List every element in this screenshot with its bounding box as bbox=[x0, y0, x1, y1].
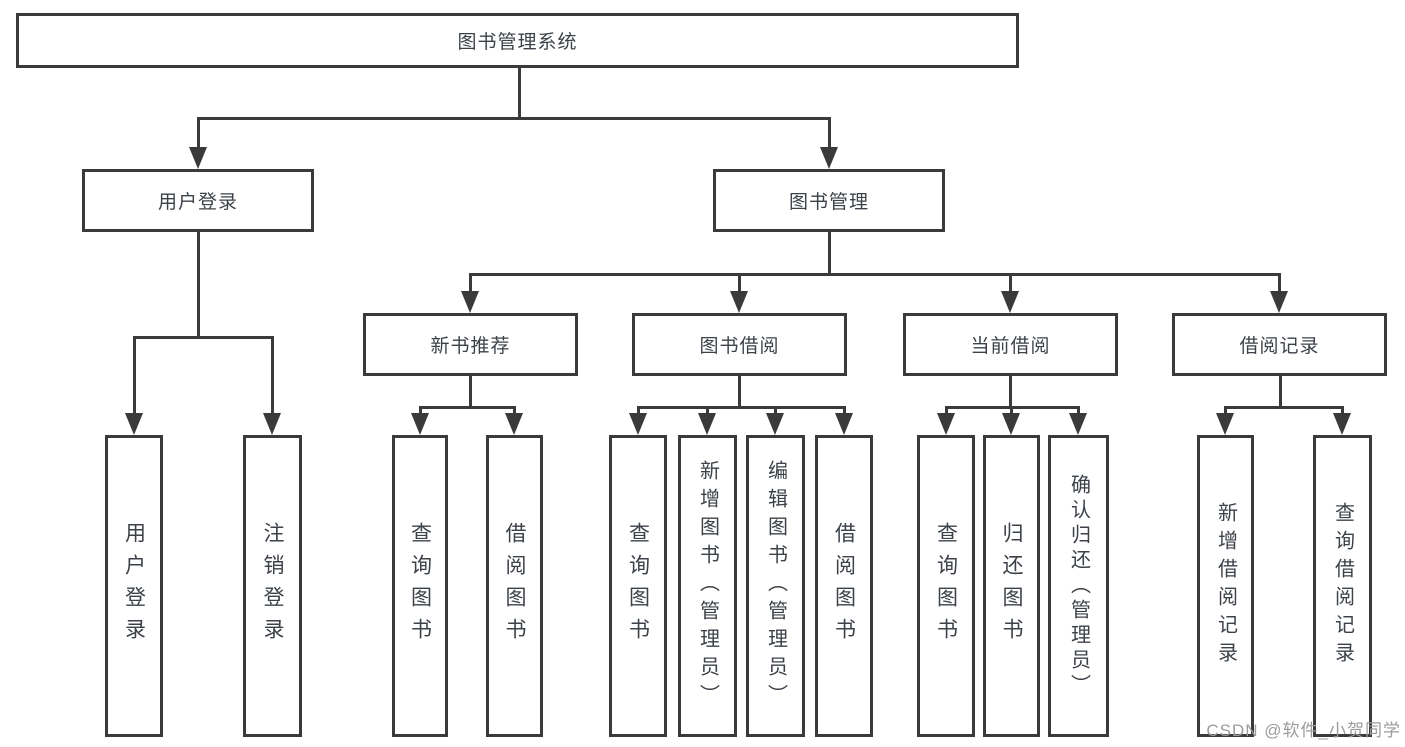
leaf-borrow-books-borrowing: 借阅图书 bbox=[815, 435, 873, 737]
node-user-login-label: 用户登录 bbox=[157, 192, 238, 213]
arrowhead-down-icon bbox=[125, 413, 143, 435]
arrowhead-down-icon bbox=[766, 413, 784, 435]
arrowhead-down-icon bbox=[189, 147, 207, 169]
leaf-query-books-current-label: 查询图书 bbox=[934, 522, 958, 650]
node-book-borrowing-label: 图书借阅 bbox=[699, 336, 780, 357]
connector-line bbox=[945, 406, 948, 414]
arrowhead-down-icon bbox=[1216, 413, 1234, 435]
leaf-edit-books-admin: 编辑图书（管理员） bbox=[746, 435, 805, 737]
leaf-return-books: 归还图书 bbox=[983, 435, 1040, 737]
leaf-query-books-current: 查询图书 bbox=[917, 435, 975, 737]
arrowhead-down-icon bbox=[1069, 413, 1087, 435]
leaf-query-books-recommend: 查询图书 bbox=[392, 435, 448, 737]
leaf-return-books-label: 归还图书 bbox=[1000, 522, 1023, 650]
leaf-logout: 注销登录 bbox=[243, 435, 302, 737]
arrowhead-down-icon bbox=[730, 291, 748, 313]
arrowhead-down-icon bbox=[820, 147, 838, 169]
leaf-user-login-label: 用户登录 bbox=[122, 522, 146, 650]
leaf-query-borrow-record-label: 查询借阅记录 bbox=[1331, 502, 1354, 670]
node-user-login: 用户登录 bbox=[82, 169, 314, 232]
connector-line bbox=[469, 273, 472, 293]
connector-line bbox=[197, 231, 200, 336]
node-borrowing-records: 借阅记录 bbox=[1172, 313, 1387, 376]
arrowhead-down-icon bbox=[698, 413, 716, 435]
arrowhead-down-icon bbox=[1002, 413, 1020, 435]
leaf-confirm-return-admin-label: 确认归还（管理员） bbox=[1067, 473, 1090, 699]
leaf-query-borrow-record: 查询借阅记录 bbox=[1313, 435, 1372, 737]
arrowhead-down-icon bbox=[1001, 291, 1019, 313]
arrowhead-down-icon bbox=[1270, 291, 1288, 313]
arrowhead-down-icon bbox=[937, 413, 955, 435]
leaf-query-books-borrowing: 查询图书 bbox=[609, 435, 667, 737]
leaf-add-borrow-record-label: 新增借阅记录 bbox=[1214, 502, 1237, 670]
connector-line bbox=[637, 406, 846, 409]
connector-line bbox=[1279, 375, 1282, 406]
connector-line bbox=[271, 336, 274, 413]
leaf-query-books-borrowing-label: 查询图书 bbox=[626, 522, 650, 650]
connector-line bbox=[1224, 406, 1344, 409]
arrowhead-down-icon bbox=[505, 413, 523, 435]
leaf-add-borrow-record: 新增借阅记录 bbox=[1197, 435, 1254, 737]
leaf-borrow-books-recommend-label: 借阅图书 bbox=[503, 522, 526, 650]
node-book-borrowing: 图书借阅 bbox=[632, 313, 847, 376]
connector-line bbox=[738, 273, 741, 293]
connector-line bbox=[1341, 406, 1344, 414]
leaf-borrow-books-borrowing-label: 借阅图书 bbox=[832, 522, 856, 650]
leaf-add-books-admin-label: 新增图书（管理员） bbox=[696, 460, 719, 712]
node-root: 图书管理系统 bbox=[16, 13, 1019, 68]
connector-line bbox=[419, 406, 422, 414]
connector-line bbox=[843, 406, 846, 414]
node-borrowing-records-label: 借阅记录 bbox=[1239, 336, 1320, 357]
connector-line bbox=[133, 336, 136, 413]
connector-line bbox=[1009, 375, 1012, 406]
leaf-logout-label: 注销登录 bbox=[261, 522, 284, 650]
node-root-label: 图书管理系统 bbox=[457, 32, 578, 53]
connector-line bbox=[1224, 406, 1227, 414]
node-new-book-recommend-label: 新书推荐 bbox=[430, 336, 511, 357]
connector-line bbox=[518, 68, 521, 117]
connector-line bbox=[197, 117, 831, 120]
connector-line bbox=[1278, 273, 1281, 293]
connector-line bbox=[469, 273, 1281, 276]
connector-line bbox=[1077, 406, 1080, 414]
leaf-borrow-books-recommend: 借阅图书 bbox=[486, 435, 543, 737]
leaf-edit-books-admin-label: 编辑图书（管理员） bbox=[764, 460, 787, 712]
connector-line bbox=[637, 406, 640, 414]
leaf-add-books-admin: 新增图书（管理员） bbox=[678, 435, 737, 737]
connector-line bbox=[738, 375, 741, 406]
leaf-confirm-return-admin: 确认归还（管理员） bbox=[1048, 435, 1109, 737]
node-book-management-label: 图书管理 bbox=[788, 192, 869, 213]
connector-line bbox=[419, 406, 516, 409]
node-new-book-recommend: 新书推荐 bbox=[363, 313, 578, 376]
connector-line bbox=[828, 117, 831, 148]
connector-line bbox=[197, 117, 200, 148]
node-current-borrowing-label: 当前借阅 bbox=[970, 336, 1051, 357]
arrowhead-down-icon bbox=[461, 291, 479, 313]
arrowhead-down-icon bbox=[629, 413, 647, 435]
connector-line bbox=[469, 376, 472, 406]
connector-line bbox=[133, 336, 274, 339]
arrowhead-down-icon bbox=[263, 413, 281, 435]
arrowhead-down-icon bbox=[835, 413, 853, 435]
leaf-query-books-recommend-label: 查询图书 bbox=[408, 522, 432, 650]
node-current-borrowing: 当前借阅 bbox=[903, 313, 1118, 376]
connector-line bbox=[774, 406, 777, 414]
connector-line bbox=[513, 406, 516, 414]
connector-line bbox=[1010, 406, 1013, 414]
connector-line bbox=[706, 406, 709, 414]
arrowhead-down-icon bbox=[411, 413, 429, 435]
connector-line bbox=[828, 232, 831, 273]
leaf-user-login: 用户登录 bbox=[105, 435, 163, 737]
arrowhead-down-icon bbox=[1333, 413, 1351, 435]
node-book-management: 图书管理 bbox=[713, 169, 945, 232]
connector-line bbox=[1009, 273, 1012, 293]
csdn-watermark: CSDN @软件_小贺同学 bbox=[1206, 721, 1401, 740]
